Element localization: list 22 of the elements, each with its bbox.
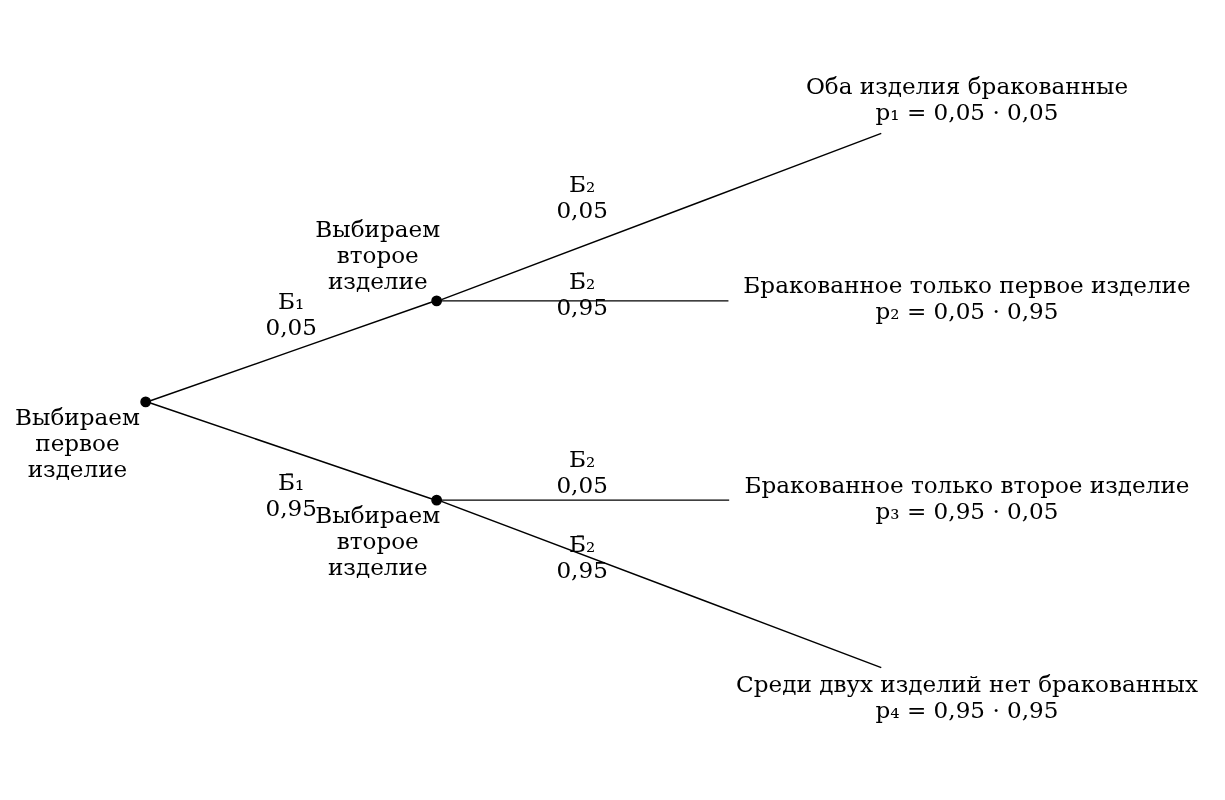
edge-label: Б₂ 0,05 (556, 445, 608, 498)
node-text: Оба изделия бракованные p₁ = 0,05 · 0,05 (805, 72, 1129, 125)
node-text: Бракованное только второе изделие p₃ = 0,95 · 0,05 (744, 471, 1190, 524)
connector (440, 498, 730, 501)
edge-label: Б₁ 0,05 (265, 287, 317, 340)
edge-label: Б₂ 0,05 (556, 170, 608, 223)
edge-label: Б̄₂ 0,95 (556, 267, 608, 320)
node-label: Выбираем первое изделие (15, 403, 140, 482)
node-circle (431, 494, 443, 506)
connector (440, 299, 730, 302)
connector (149, 300, 433, 402)
edge-label: Б̄₂ 0,95 (556, 530, 608, 583)
node-text: Среди двух изделий нет бракованных p₄ = 0,95 · 0,95 (736, 670, 1198, 723)
connector (440, 132, 882, 300)
node-text: Бракованное только первое изделие p₂ = 0,05 · 0,95 (743, 271, 1191, 324)
connector (149, 401, 433, 500)
node-label: Выбираем второе изделие (315, 501, 441, 580)
node-label: Выбираем второе изделие (315, 215, 441, 294)
node-circle (140, 396, 152, 407)
edge-label: Б̄₁ 0,95 (265, 468, 317, 521)
node-circle (431, 294, 443, 306)
connector (440, 500, 882, 668)
